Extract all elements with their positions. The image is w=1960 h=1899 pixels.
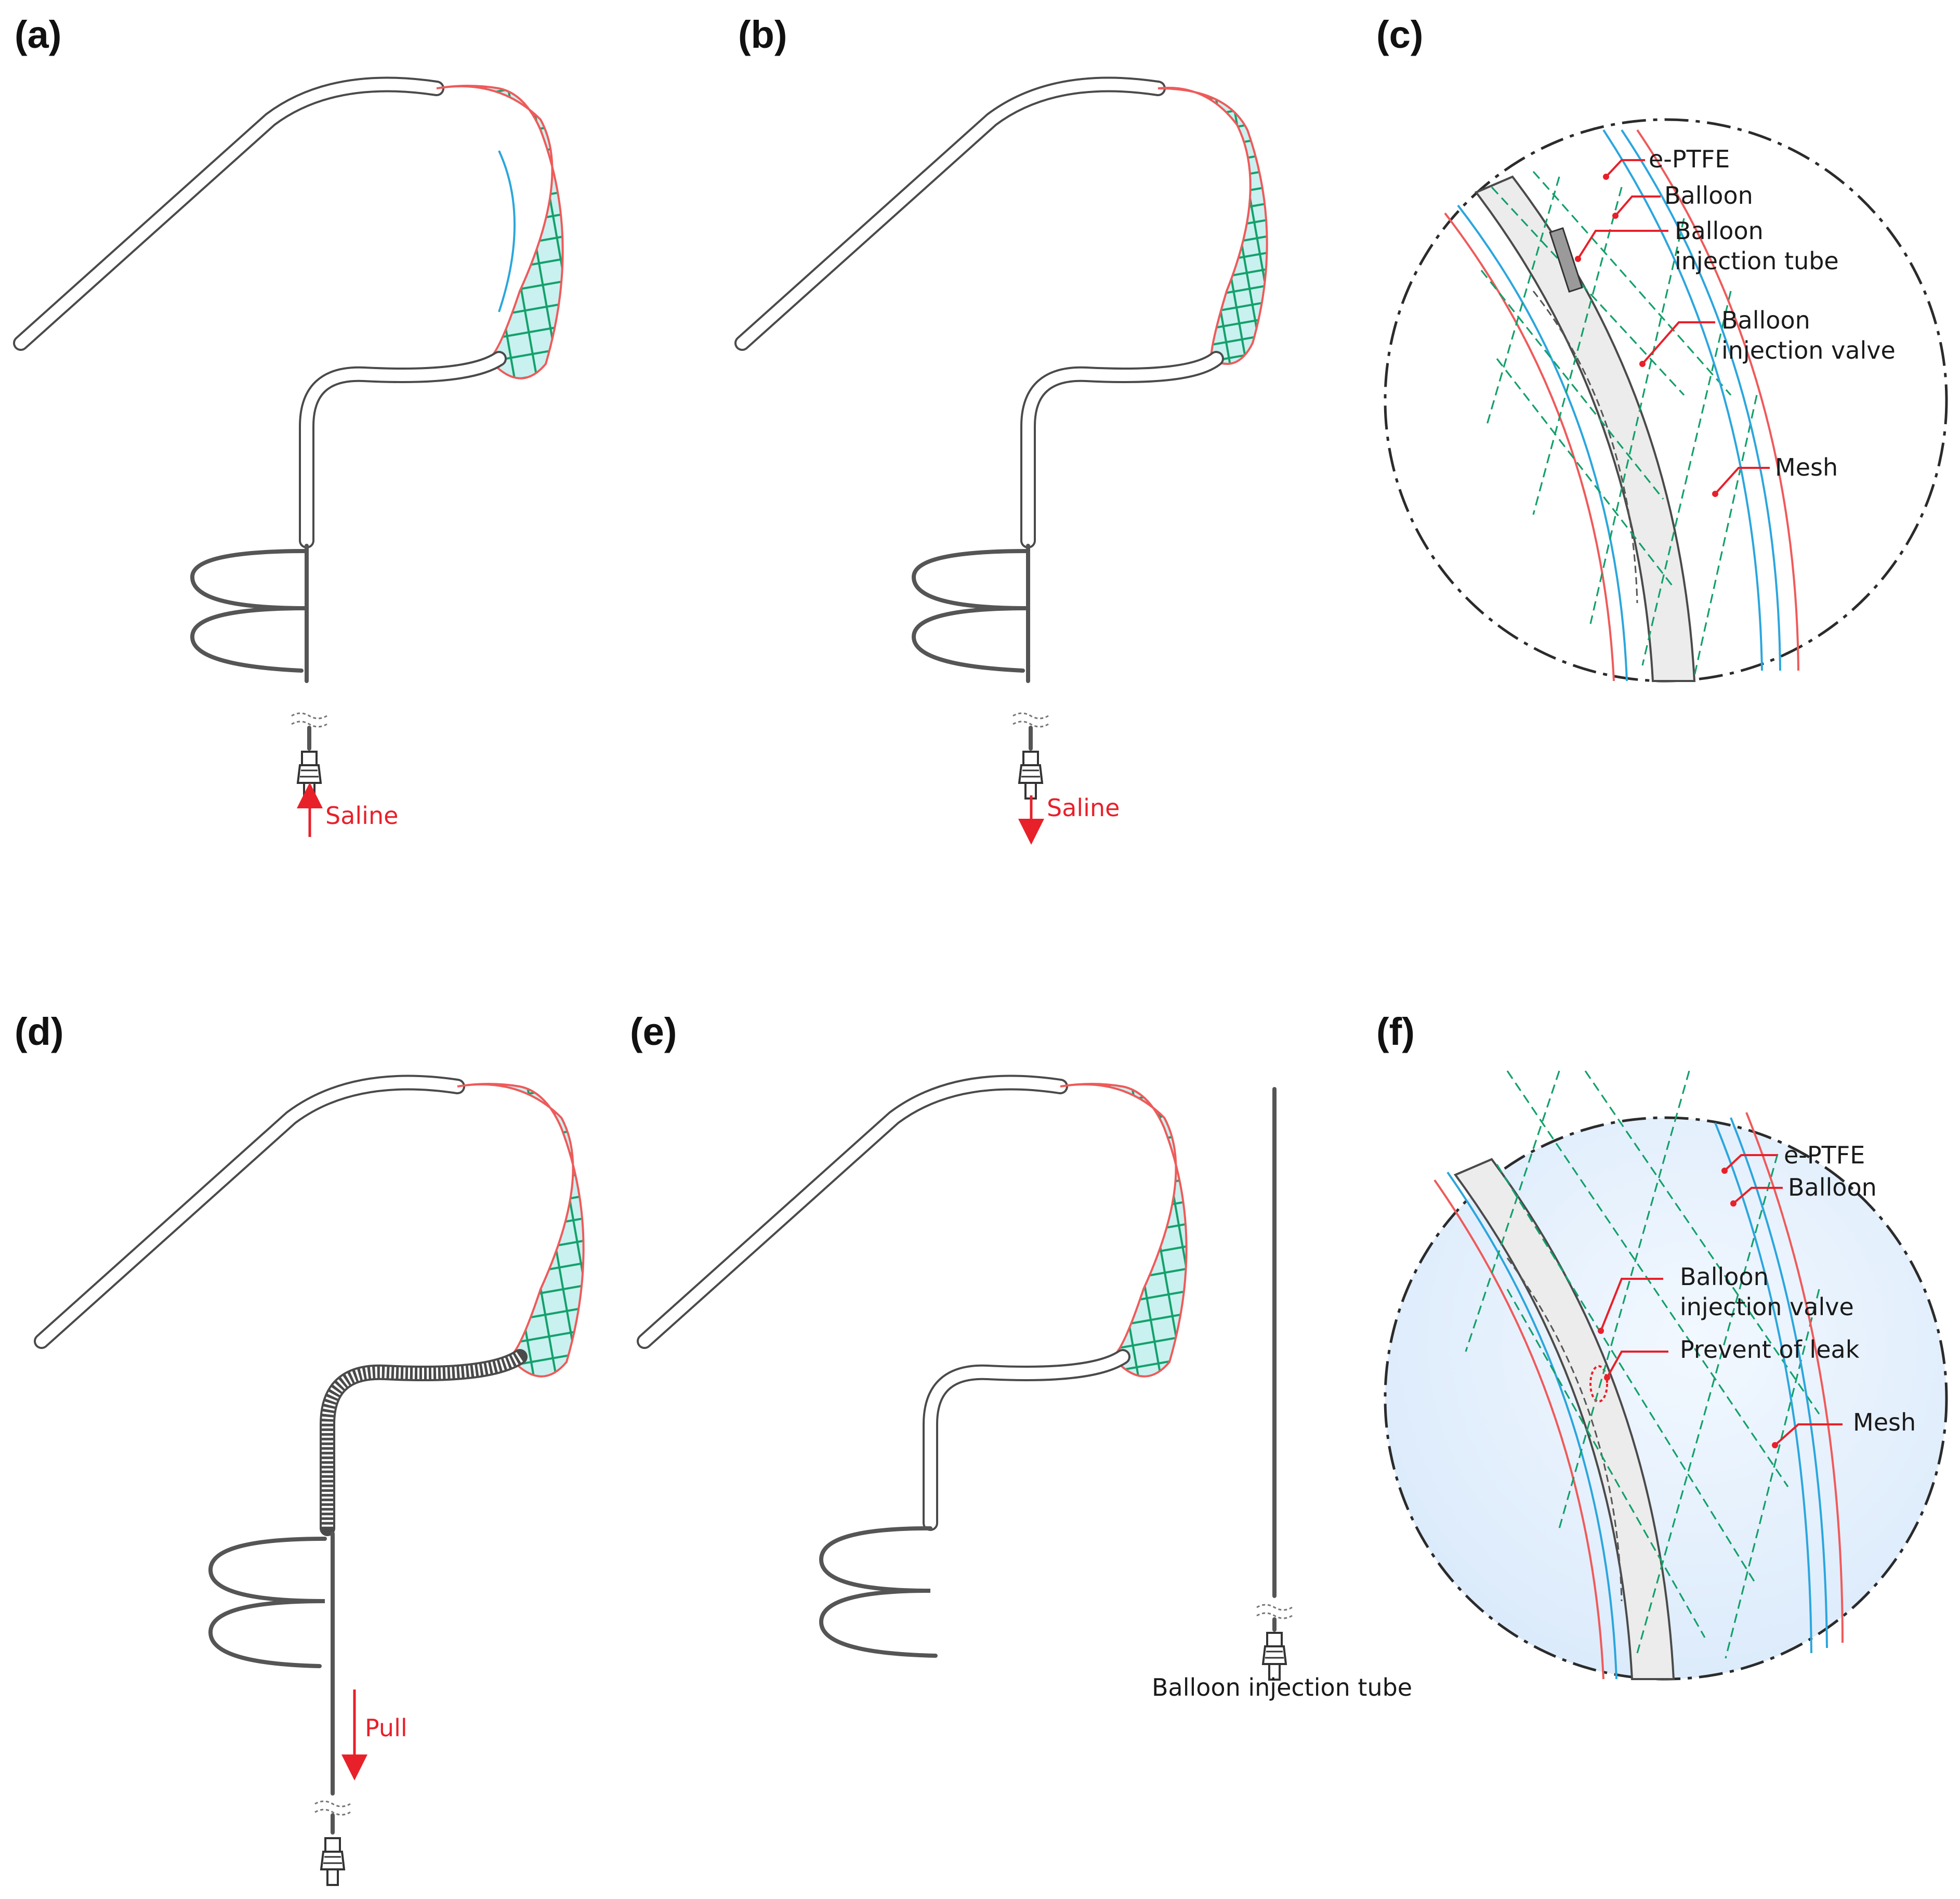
panel-d-label: (d) [15,1010,64,1053]
callout-valve-f-2: injection valve [1680,1293,1854,1321]
saline-flow-a: Saline [297,782,398,837]
callout-balloon-c: Balloon [1664,181,1753,209]
catheter-e [637,1075,1188,1658]
pull-label-d: Pull [365,1714,407,1742]
panel-f-label: (f) [1376,1010,1415,1053]
leak-seal-marker [1589,1365,1608,1403]
callout-eptfe-f: e-PTFE [1784,1141,1865,1169]
callout-mesh-c: Mesh [1775,453,1838,481]
balloon-injection-tube-e: Balloon injection tube [1152,1087,1412,1701]
caption-injection-tube-e: Balloon injection tube [1152,1673,1412,1701]
panel-f: (f) e-PTFE Balloon Balloon injection val… [1376,1010,1948,1681]
callout-tube-c-1: Balloon [1675,217,1764,245]
callouts-f: e-PTFE Balloon Balloon injection valve P… [1598,1141,1916,1448]
callout-tube-c-2: injection tube [1675,247,1839,275]
callout-valve-c-2: injection valve [1721,336,1896,364]
callout-eptfe-c: e-PTFE [1649,145,1730,173]
mesh-balloon [1060,1083,1188,1378]
panel-a-label: (a) [15,13,61,56]
catheter-d [34,1075,585,1886]
callout-mesh-f: Mesh [1853,1408,1916,1436]
callouts-c: e-PTFE Balloon Balloon injection tube Ba… [1575,145,1896,497]
connector-hub-icon [1262,1632,1287,1681]
valve-body [1474,175,1696,682]
catheter-b [734,76,1268,800]
panel-d: (d) Pull [15,1010,585,1886]
callout-balloon-f: Balloon [1788,1173,1877,1201]
injection-tube-tip [1549,227,1583,293]
catheter-a [13,76,564,800]
panel-c: (c) e-PTFE Balloon Balloon injection tub… [1376,13,1948,683]
callout-valve-f-1: Balloon [1680,1263,1769,1291]
panel-e-label: (e) [630,1010,677,1053]
connector-hub-icon [1018,751,1043,800]
mesh-balloon [436,85,564,379]
panel-a: (a) Saline [13,13,564,837]
mesh-balloon [457,1083,585,1378]
saline-label-a: Saline [325,802,398,830]
panel-e: (e) Balloon injection tube [630,1010,1412,1701]
mesh-balloon-deflated [1157,86,1268,365]
zoom-contents-c [1444,129,1799,682]
connector-hub-icon [297,751,322,800]
saline-label-b: Saline [1047,794,1120,822]
callout-valve-c-1: Balloon [1721,306,1810,334]
panel-b: (b) Saline [734,13,1268,845]
panel-c-label: (c) [1376,13,1423,56]
callout-leak-f: Prevent of leak [1680,1335,1860,1364]
panel-b-label: (b) [738,13,787,56]
saline-flow-b: Saline [1018,794,1120,845]
connector-hub-icon [320,1837,345,1886]
pull-action-d: Pull [341,1690,407,1780]
